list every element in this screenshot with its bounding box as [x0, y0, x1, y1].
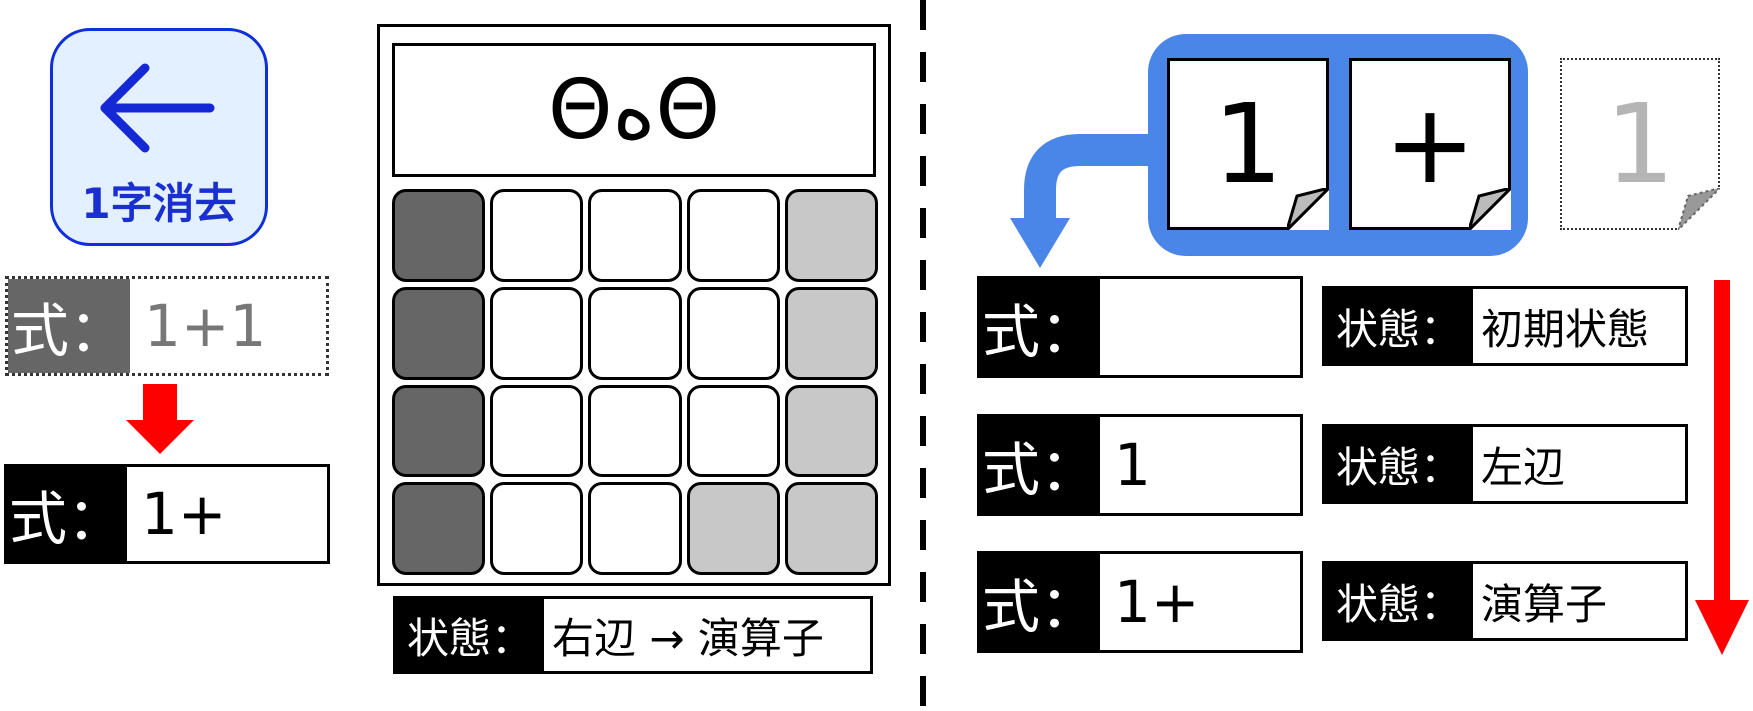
status-value: 右辺 → 演算子: [544, 599, 870, 671]
expression-tag: 式：: [8, 279, 130, 373]
calculator-key[interactable]: [588, 286, 682, 380]
calculator-key[interactable]: [392, 189, 486, 282]
expression-value: 1: [1100, 417, 1300, 513]
down-arrow-icon: [126, 384, 194, 454]
calculator-keypad: [392, 189, 878, 575]
card-text: +: [1383, 80, 1477, 208]
down-arrow-icon: [1695, 280, 1749, 655]
state-tag: 状態：: [1325, 564, 1473, 638]
expression-field: 式：1+: [977, 551, 1303, 653]
expression-value: 1+1: [130, 279, 326, 373]
page-curl-icon: [1678, 188, 1720, 230]
calculator-key[interactable]: [490, 189, 584, 282]
calculator-key[interactable]: [686, 286, 780, 380]
calculator-key[interactable]: [392, 482, 486, 575]
expression-after: 式： 1+: [4, 464, 330, 564]
card: +: [1349, 58, 1511, 230]
calculator-key[interactable]: [784, 189, 878, 282]
page-curl-icon: [1469, 188, 1511, 230]
expression-field: 式：1: [977, 414, 1303, 516]
state-field: 状態：初期状態: [1322, 286, 1688, 366]
calculator-key[interactable]: [490, 286, 584, 380]
expression-value: [1100, 279, 1300, 375]
divider: [920, 0, 926, 711]
state-field: 状態：演算子: [1322, 561, 1688, 641]
curved-arrow-icon: [1010, 134, 1150, 268]
calculator-key[interactable]: [588, 189, 682, 282]
calculator-key[interactable]: [490, 482, 584, 575]
calculator-key[interactable]: [784, 482, 878, 575]
expression-tag: 式：: [980, 417, 1100, 513]
card-text: 1: [1213, 80, 1283, 208]
expression-tag: 式：: [980, 279, 1100, 375]
calculator-key[interactable]: [490, 384, 584, 478]
calculator-key[interactable]: [588, 482, 682, 575]
expression-value: 1+: [1100, 554, 1300, 650]
state-tag: 状態：: [1325, 427, 1473, 501]
ghost-card: 1: [1560, 58, 1720, 230]
calculator-key[interactable]: [686, 189, 780, 282]
page-curl-icon: [1287, 188, 1329, 230]
expression-value: 1+: [127, 467, 327, 561]
expression-tag: 式：: [980, 554, 1100, 650]
status-tag: 状態：: [396, 599, 544, 671]
state-value: 初期状態: [1473, 289, 1685, 363]
calculator-key[interactable]: [588, 384, 682, 478]
state-value: 演算子: [1473, 564, 1685, 638]
calculator-key[interactable]: [392, 286, 486, 380]
calculator-key[interactable]: [784, 384, 878, 478]
expression-tag: 式：: [7, 467, 127, 561]
state-field: 状態：左辺: [1322, 424, 1688, 504]
calculator-key[interactable]: [784, 286, 878, 380]
calculator-key[interactable]: [392, 384, 486, 478]
expression-before: 式： 1+1: [5, 276, 329, 376]
calculator-key[interactable]: [686, 384, 780, 478]
card: 1: [1167, 58, 1329, 230]
state-value: 左辺: [1473, 427, 1685, 501]
calculator: ΘهΘ: [377, 24, 891, 586]
expression-field: 式：: [977, 276, 1303, 378]
backspace-label: 1字消去: [81, 179, 237, 228]
left-arrow-icon: [100, 63, 215, 153]
card-text: 1: [1605, 80, 1675, 208]
calculator-key[interactable]: [686, 482, 780, 575]
backspace-button[interactable]: 1字消去: [50, 28, 268, 246]
calculator-status: 状態： 右辺 → 演算子: [393, 596, 873, 674]
state-tag: 状態：: [1325, 289, 1473, 363]
calculator-display: ΘهΘ: [392, 43, 876, 177]
